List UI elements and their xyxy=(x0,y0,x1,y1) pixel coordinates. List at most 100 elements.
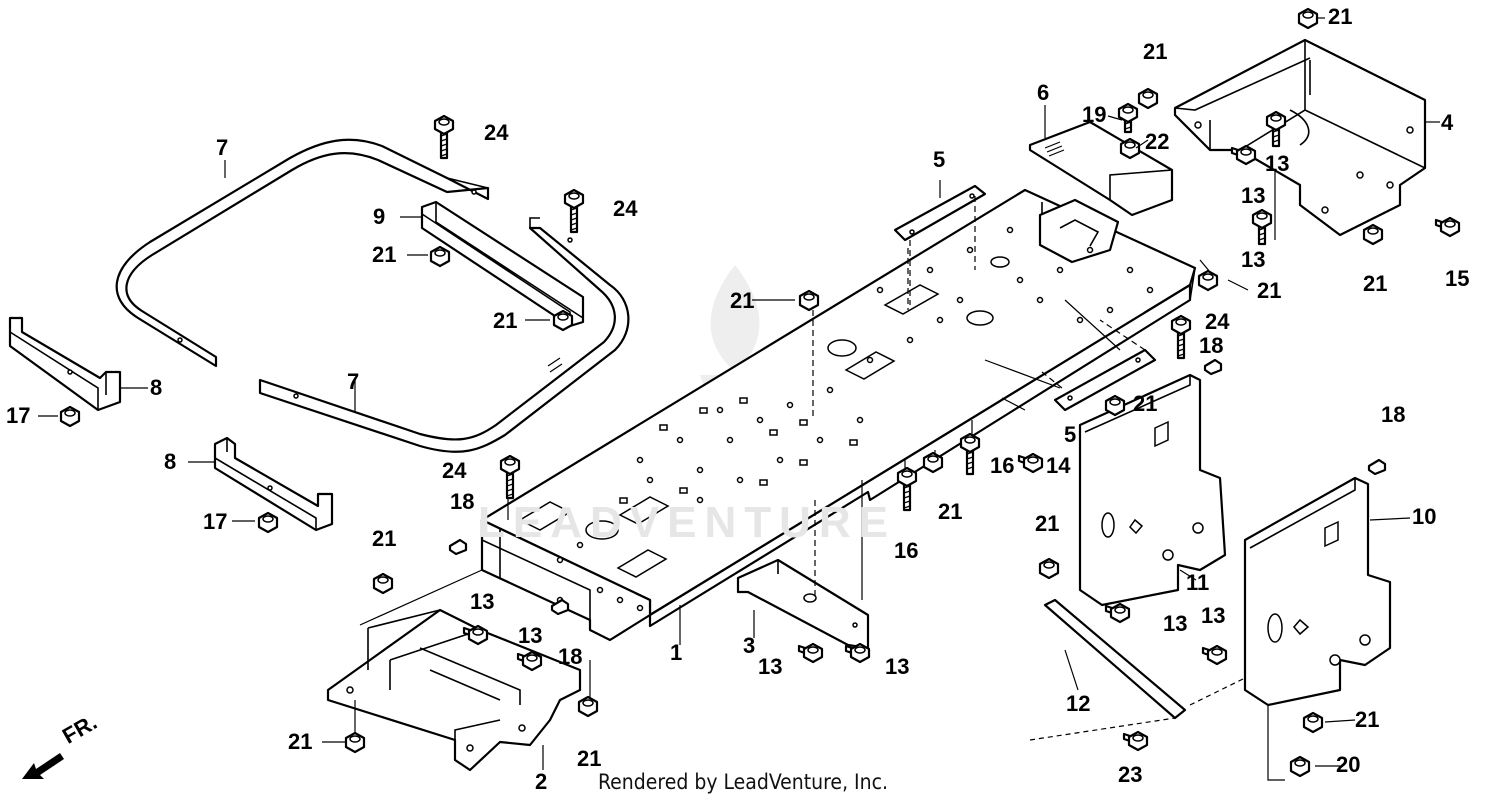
front-direction-arrow-icon xyxy=(22,753,64,779)
callout-18: 18 xyxy=(1199,333,1224,358)
nut-icon xyxy=(1297,7,1319,30)
bracket-lower-left xyxy=(213,436,334,532)
nut-icon xyxy=(1289,755,1311,778)
callout-21: 21 xyxy=(730,288,755,313)
clip-nut-icon xyxy=(550,598,570,616)
callout-2: 2 xyxy=(535,769,548,794)
clip-nut-icon xyxy=(448,538,468,556)
callout-21: 21 xyxy=(493,308,518,333)
callout-24: 24 xyxy=(1205,309,1230,334)
frame-hole xyxy=(1146,286,1154,294)
bolt-icon xyxy=(959,432,981,476)
frame-slot xyxy=(739,397,748,404)
frame-hole xyxy=(1056,266,1064,274)
frame-slot xyxy=(699,407,708,414)
callout-15: 15 xyxy=(1445,266,1470,291)
nut-icon xyxy=(922,451,944,474)
callout-21: 21 xyxy=(1035,511,1060,536)
frame-hole xyxy=(736,476,744,484)
callout-11: 11 xyxy=(1186,570,1210,595)
frame-hole xyxy=(756,416,764,424)
frame-slot xyxy=(799,419,808,426)
callout-13: 13 xyxy=(1163,611,1188,636)
callout-21: 21 xyxy=(1363,271,1388,296)
nut-icon xyxy=(257,511,279,534)
nut-icon xyxy=(1197,269,1219,292)
callout-21: 21 xyxy=(372,526,397,551)
callout-24: 24 xyxy=(442,458,467,483)
callout-18: 18 xyxy=(450,489,475,514)
callout-13: 13 xyxy=(885,654,910,679)
bolt-icon xyxy=(516,650,543,672)
callout-13: 13 xyxy=(758,654,783,679)
nut-icon xyxy=(344,731,366,754)
bolt-icon xyxy=(1122,730,1149,752)
strap-bar xyxy=(1029,598,1246,741)
frame-hole xyxy=(616,596,624,604)
frame-hole xyxy=(1006,226,1014,234)
frame-slot xyxy=(759,479,768,486)
cross-bracket xyxy=(736,558,870,650)
plate-upper xyxy=(893,184,987,305)
nut-icon xyxy=(1119,137,1141,160)
frame-hole xyxy=(716,406,724,414)
plate-lower xyxy=(1041,319,1157,412)
callout-21: 21 xyxy=(1328,4,1353,29)
main-frame xyxy=(480,188,1197,642)
callout-18: 18 xyxy=(558,644,583,669)
frame-slot xyxy=(619,497,628,504)
frame-hole xyxy=(876,286,884,294)
frame-hole xyxy=(1126,266,1134,274)
callout-7: 7 xyxy=(347,369,360,394)
callout-21: 21 xyxy=(372,242,397,267)
frame-hole xyxy=(696,466,704,474)
frame-hole xyxy=(956,296,964,304)
callout-21: 21 xyxy=(577,746,602,771)
clip-nut-icon xyxy=(1203,358,1223,376)
callout-21: 21 xyxy=(1257,278,1282,303)
nut-icon xyxy=(577,695,599,718)
frame-hole xyxy=(906,336,914,344)
frame-hole xyxy=(826,386,834,394)
clip-nut-icon xyxy=(1367,458,1387,476)
callout-21: 21 xyxy=(288,729,313,754)
frame-hole xyxy=(776,456,784,464)
nut-icon xyxy=(429,245,451,268)
bolt-icon xyxy=(1251,208,1273,246)
frame-slot xyxy=(799,459,808,466)
nut-icon xyxy=(59,405,81,428)
callout-22: 22 xyxy=(1145,129,1170,154)
callout-16: 16 xyxy=(990,453,1015,478)
bolt-icon xyxy=(1230,144,1257,166)
frame-hole xyxy=(1106,306,1114,314)
callout-20: 20 xyxy=(1336,752,1361,777)
frame-hole xyxy=(596,586,604,594)
frame-slot xyxy=(849,439,858,446)
bolt-icon xyxy=(1104,602,1131,624)
callout-13: 13 xyxy=(1241,183,1266,208)
frame-hole xyxy=(636,456,644,464)
frame-hole xyxy=(1016,276,1024,284)
callout-17: 17 xyxy=(203,509,228,534)
frame-hole xyxy=(726,436,734,444)
callout-6: 6 xyxy=(1037,80,1050,105)
callout-8: 8 xyxy=(150,375,163,400)
callout-13: 13 xyxy=(1241,247,1266,272)
side-plate-11 xyxy=(1078,373,1227,607)
frame-hole xyxy=(966,246,974,254)
bolt-icon xyxy=(896,466,918,512)
callout-19: 19 xyxy=(1082,102,1107,127)
watermark-text: LEADVENTURE xyxy=(478,498,897,547)
frame-slot xyxy=(679,487,688,494)
callout-21: 21 xyxy=(1143,39,1168,64)
frame-hole xyxy=(926,266,934,274)
bolt-icon xyxy=(563,188,585,234)
nut-icon xyxy=(1362,223,1384,246)
nut-icon xyxy=(1104,394,1126,417)
nut-icon xyxy=(372,572,394,595)
bolt-icon xyxy=(1117,102,1139,134)
frame-slot xyxy=(659,424,668,431)
front-mount xyxy=(326,608,582,772)
callout-5: 5 xyxy=(933,147,946,172)
bolt-icon xyxy=(797,642,824,664)
